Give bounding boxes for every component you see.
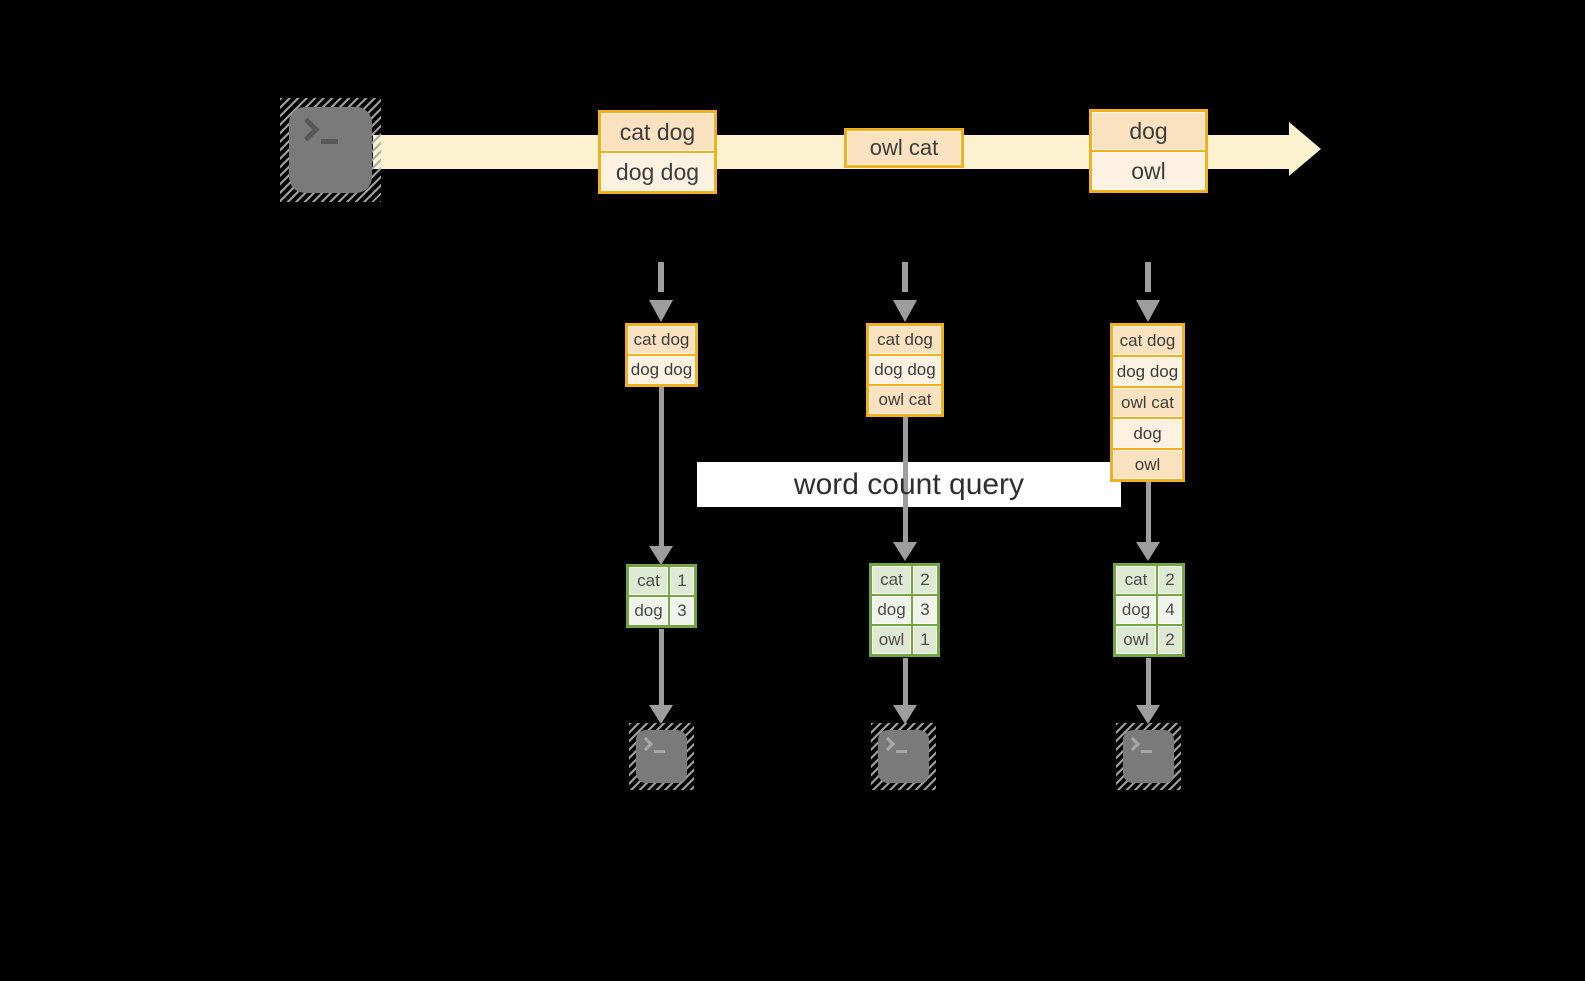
source-terminal-icon xyxy=(280,98,381,202)
count-table-2: cat 2 dog 3 owl 1 xyxy=(869,563,940,657)
stream-record: owl xyxy=(1092,152,1205,190)
terminal-screen xyxy=(878,730,929,783)
arrow-line xyxy=(1146,482,1151,542)
table-row: cat 1 xyxy=(629,567,694,595)
snapshot-record: owl cat xyxy=(869,386,941,414)
count-word: cat xyxy=(629,567,668,595)
prompt-chevron-icon xyxy=(880,736,896,752)
stream-record: owl cat xyxy=(847,131,961,165)
arrowhead-icon xyxy=(1136,705,1160,724)
snapshot-box-3: cat dog dog dog owl cat dog owl xyxy=(1110,323,1185,482)
table-row: dog 3 xyxy=(872,596,937,624)
count-value: 2 xyxy=(1158,566,1182,594)
dashed-arrow-line xyxy=(1145,262,1151,292)
terminal-screen xyxy=(289,107,372,193)
stream-arrowhead-icon xyxy=(1289,122,1321,176)
count-value: 3 xyxy=(913,596,937,624)
arrowhead-icon xyxy=(649,705,673,724)
dashed-arrow-line xyxy=(902,262,908,292)
count-value: 2 xyxy=(1158,626,1182,654)
stream-batch-1: cat dog dog dog xyxy=(598,110,717,194)
sink-terminal-icon xyxy=(1116,723,1181,790)
query-band xyxy=(697,462,1121,507)
count-word: dog xyxy=(629,597,668,625)
terminal-screen xyxy=(1123,730,1174,783)
sink-terminal-icon xyxy=(871,723,936,790)
dashed-arrowhead-icon xyxy=(1136,300,1160,322)
stream-batch-2: owl cat xyxy=(844,128,964,168)
count-word: owl xyxy=(1116,626,1156,654)
count-word: owl xyxy=(872,626,911,654)
count-word: dog xyxy=(872,596,911,624)
arrow-line xyxy=(903,658,908,705)
count-value: 1 xyxy=(913,626,937,654)
count-table-3: cat 2 dog 4 owl 2 xyxy=(1113,563,1185,657)
snapshot-record: dog xyxy=(1113,419,1182,448)
dashed-arrow-line xyxy=(658,262,664,292)
count-word: dog xyxy=(1116,596,1156,624)
snapshot-record: owl xyxy=(1113,450,1182,479)
prompt-chevron-icon xyxy=(295,117,320,142)
table-row: owl 1 xyxy=(872,626,937,654)
snapshot-record: dog dog xyxy=(869,356,941,384)
arrow-line xyxy=(1146,658,1151,705)
prompt-chevron-icon xyxy=(638,736,654,752)
count-value: 4 xyxy=(1158,596,1182,624)
arrowhead-icon xyxy=(893,705,917,724)
count-table-1: cat 1 dog 3 xyxy=(626,564,697,628)
snapshot-box-1: cat dog dog dog xyxy=(625,323,698,387)
prompt-underscore-icon xyxy=(321,139,338,144)
count-value: 2 xyxy=(913,566,937,594)
count-value: 3 xyxy=(670,597,694,625)
table-row: cat 2 xyxy=(1116,566,1182,594)
stream-batch-3: dog owl xyxy=(1089,109,1208,193)
prompt-underscore-icon xyxy=(1141,750,1152,753)
stream-record: dog dog xyxy=(601,153,714,191)
snapshot-record: dog dog xyxy=(628,356,695,384)
stream-record: cat dog xyxy=(601,113,714,151)
snapshot-record: dog dog xyxy=(1113,357,1182,386)
table-row: owl 2 xyxy=(1116,626,1182,654)
arrow-line xyxy=(659,386,664,546)
prompt-chevron-icon xyxy=(1125,736,1141,752)
arrowhead-icon xyxy=(1136,542,1160,561)
dashed-arrowhead-icon xyxy=(649,300,673,322)
sink-terminal-icon xyxy=(629,723,694,790)
snapshot-record: cat dog xyxy=(628,326,695,354)
dashed-arrowhead-icon xyxy=(893,300,917,322)
table-row: cat 2 xyxy=(872,566,937,594)
arrow-line xyxy=(903,417,908,542)
snapshot-record: owl cat xyxy=(1113,388,1182,417)
table-row: dog 4 xyxy=(1116,596,1182,624)
terminal-screen xyxy=(636,730,687,783)
query-label: word count query xyxy=(793,467,1025,501)
snapshot-record: cat dog xyxy=(869,326,941,354)
stream-record: dog xyxy=(1092,112,1205,150)
prompt-underscore-icon xyxy=(654,750,665,753)
snapshot-box-2: cat dog dog dog owl cat xyxy=(866,323,944,417)
arrow-line xyxy=(659,629,664,705)
prompt-underscore-icon xyxy=(896,750,907,753)
count-word: cat xyxy=(1116,566,1156,594)
snapshot-record: cat dog xyxy=(1113,326,1182,355)
count-value: 1 xyxy=(670,567,694,595)
table-row: dog 3 xyxy=(629,597,694,625)
arrowhead-icon xyxy=(649,546,673,565)
count-word: cat xyxy=(872,566,911,594)
arrowhead-icon xyxy=(893,542,917,561)
